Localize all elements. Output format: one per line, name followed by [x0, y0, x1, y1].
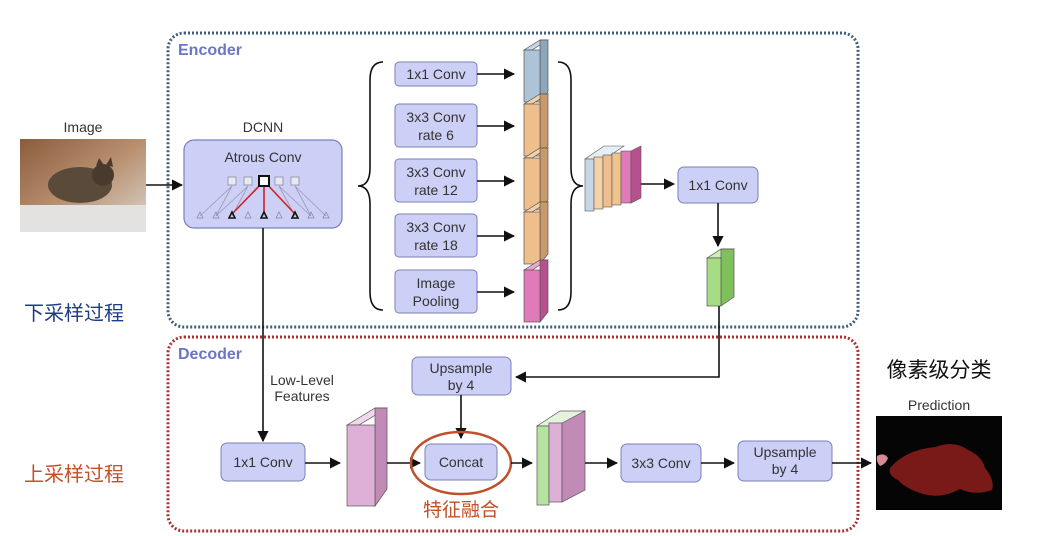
decoder-1x1-conv-box: [220, 442, 306, 482]
decoder-low-level-map: [345, 407, 389, 508]
aspp-rate12-line2: rate 12: [414, 182, 458, 198]
aspp-feature-map-orange-1: [522, 93, 550, 157]
aspp-rate18-line2: rate 18: [414, 237, 458, 253]
aspp-feature-map-blue: [522, 39, 550, 103]
aspp-1x1-conv-label: 1x1 Conv: [406, 66, 465, 82]
aspp-left-brace: [357, 61, 384, 311]
prediction-label: Prediction: [908, 397, 970, 413]
upsampling-label: 上采样过程: [24, 462, 124, 486]
aspp-rate12-line1: 3x3 Conv: [406, 164, 465, 180]
prediction-mask-image: [876, 416, 1002, 510]
decoder-upsample-bottom-line2: by 4: [772, 461, 799, 477]
downsampling-label: 下采样过程: [24, 301, 124, 325]
decoder-upsample-bottom-line1: Upsample: [753, 444, 816, 460]
decoder-panel: [166, 335, 860, 533]
aspp-rate18-line1: 3x3 Conv: [406, 219, 465, 235]
aspp-concat-stack: [584, 145, 642, 212]
encoder-panel: [166, 31, 860, 329]
encoder-to-upsample-arrow: [514, 306, 720, 383]
decoder-upsample-top-line2: by 4: [448, 377, 475, 393]
aspp-feature-map-pink: [522, 259, 550, 323]
decoder-upsample-top-line1: Upsample: [429, 360, 492, 376]
decoder-3x3-conv-label: 3x3 Conv: [631, 455, 690, 471]
aspp-feature-map-orange-2: [522, 147, 550, 211]
encoder-1x1-conv-label: 1x1 Conv: [688, 177, 747, 193]
aspp-arrows: [477, 68, 516, 298]
feature-fusion-label: 特征融合: [423, 499, 499, 521]
decoder-concat-map: [535, 410, 587, 506]
low-level-label-line2: Features: [274, 388, 329, 404]
decoder-1x1-conv-label: 1x1 Conv: [233, 454, 292, 470]
low-level-label-line1: Low-Level: [270, 372, 334, 388]
aspp-rate6-line1: 3x3 Conv: [406, 109, 465, 125]
dcnn-label: DCNN: [243, 119, 283, 135]
aspp-feature-map-orange-3: [522, 201, 550, 265]
pixel-classification-title: 像素级分类: [887, 358, 992, 382]
concat-label: Concat: [439, 454, 483, 470]
decoder-title: Decoder: [178, 346, 242, 363]
input-image: [20, 139, 146, 232]
aspp-image-pooling-line2: Pooling: [413, 293, 460, 309]
concat-box: [424, 443, 498, 481]
aspp-right-brace: [557, 61, 584, 311]
encoder-output-map: [705, 248, 736, 307]
atrous-conv-label: Atrous Conv: [224, 149, 301, 165]
image-label: Image: [64, 119, 103, 135]
atrous-conv-illustration: [196, 175, 330, 219]
aspp-rate6-line2: rate 6: [418, 127, 454, 143]
encoder-title: Encoder: [178, 42, 242, 59]
aspp-image-pooling-line1: Image: [417, 275, 456, 291]
decoder-upsample-bottom-box: [737, 440, 833, 482]
